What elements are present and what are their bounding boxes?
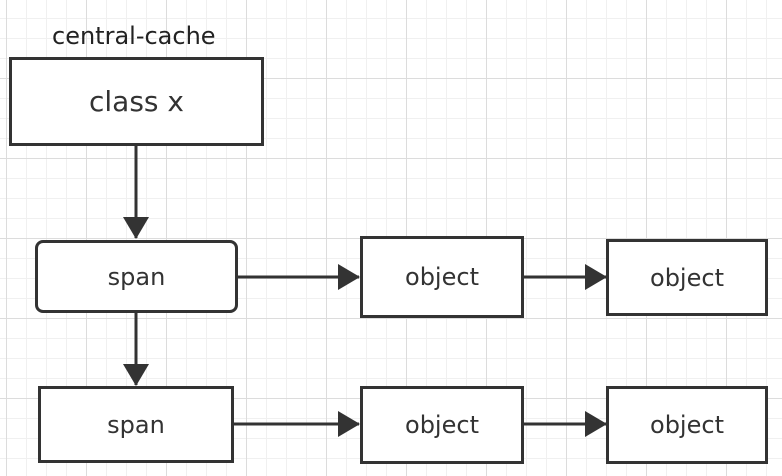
class-x-box[interactable]: class x [9, 57, 264, 146]
object-box-2-1[interactable]: object [360, 386, 524, 464]
object-box-1-2[interactable]: object [606, 239, 768, 316]
object-box-1-1[interactable]: object [360, 236, 524, 318]
span-box-1[interactable]: span [35, 240, 238, 313]
central-cache-label: central-cache [52, 22, 216, 50]
span-box-2[interactable]: span [38, 386, 234, 463]
object-box-2-2[interactable]: object [606, 386, 768, 464]
